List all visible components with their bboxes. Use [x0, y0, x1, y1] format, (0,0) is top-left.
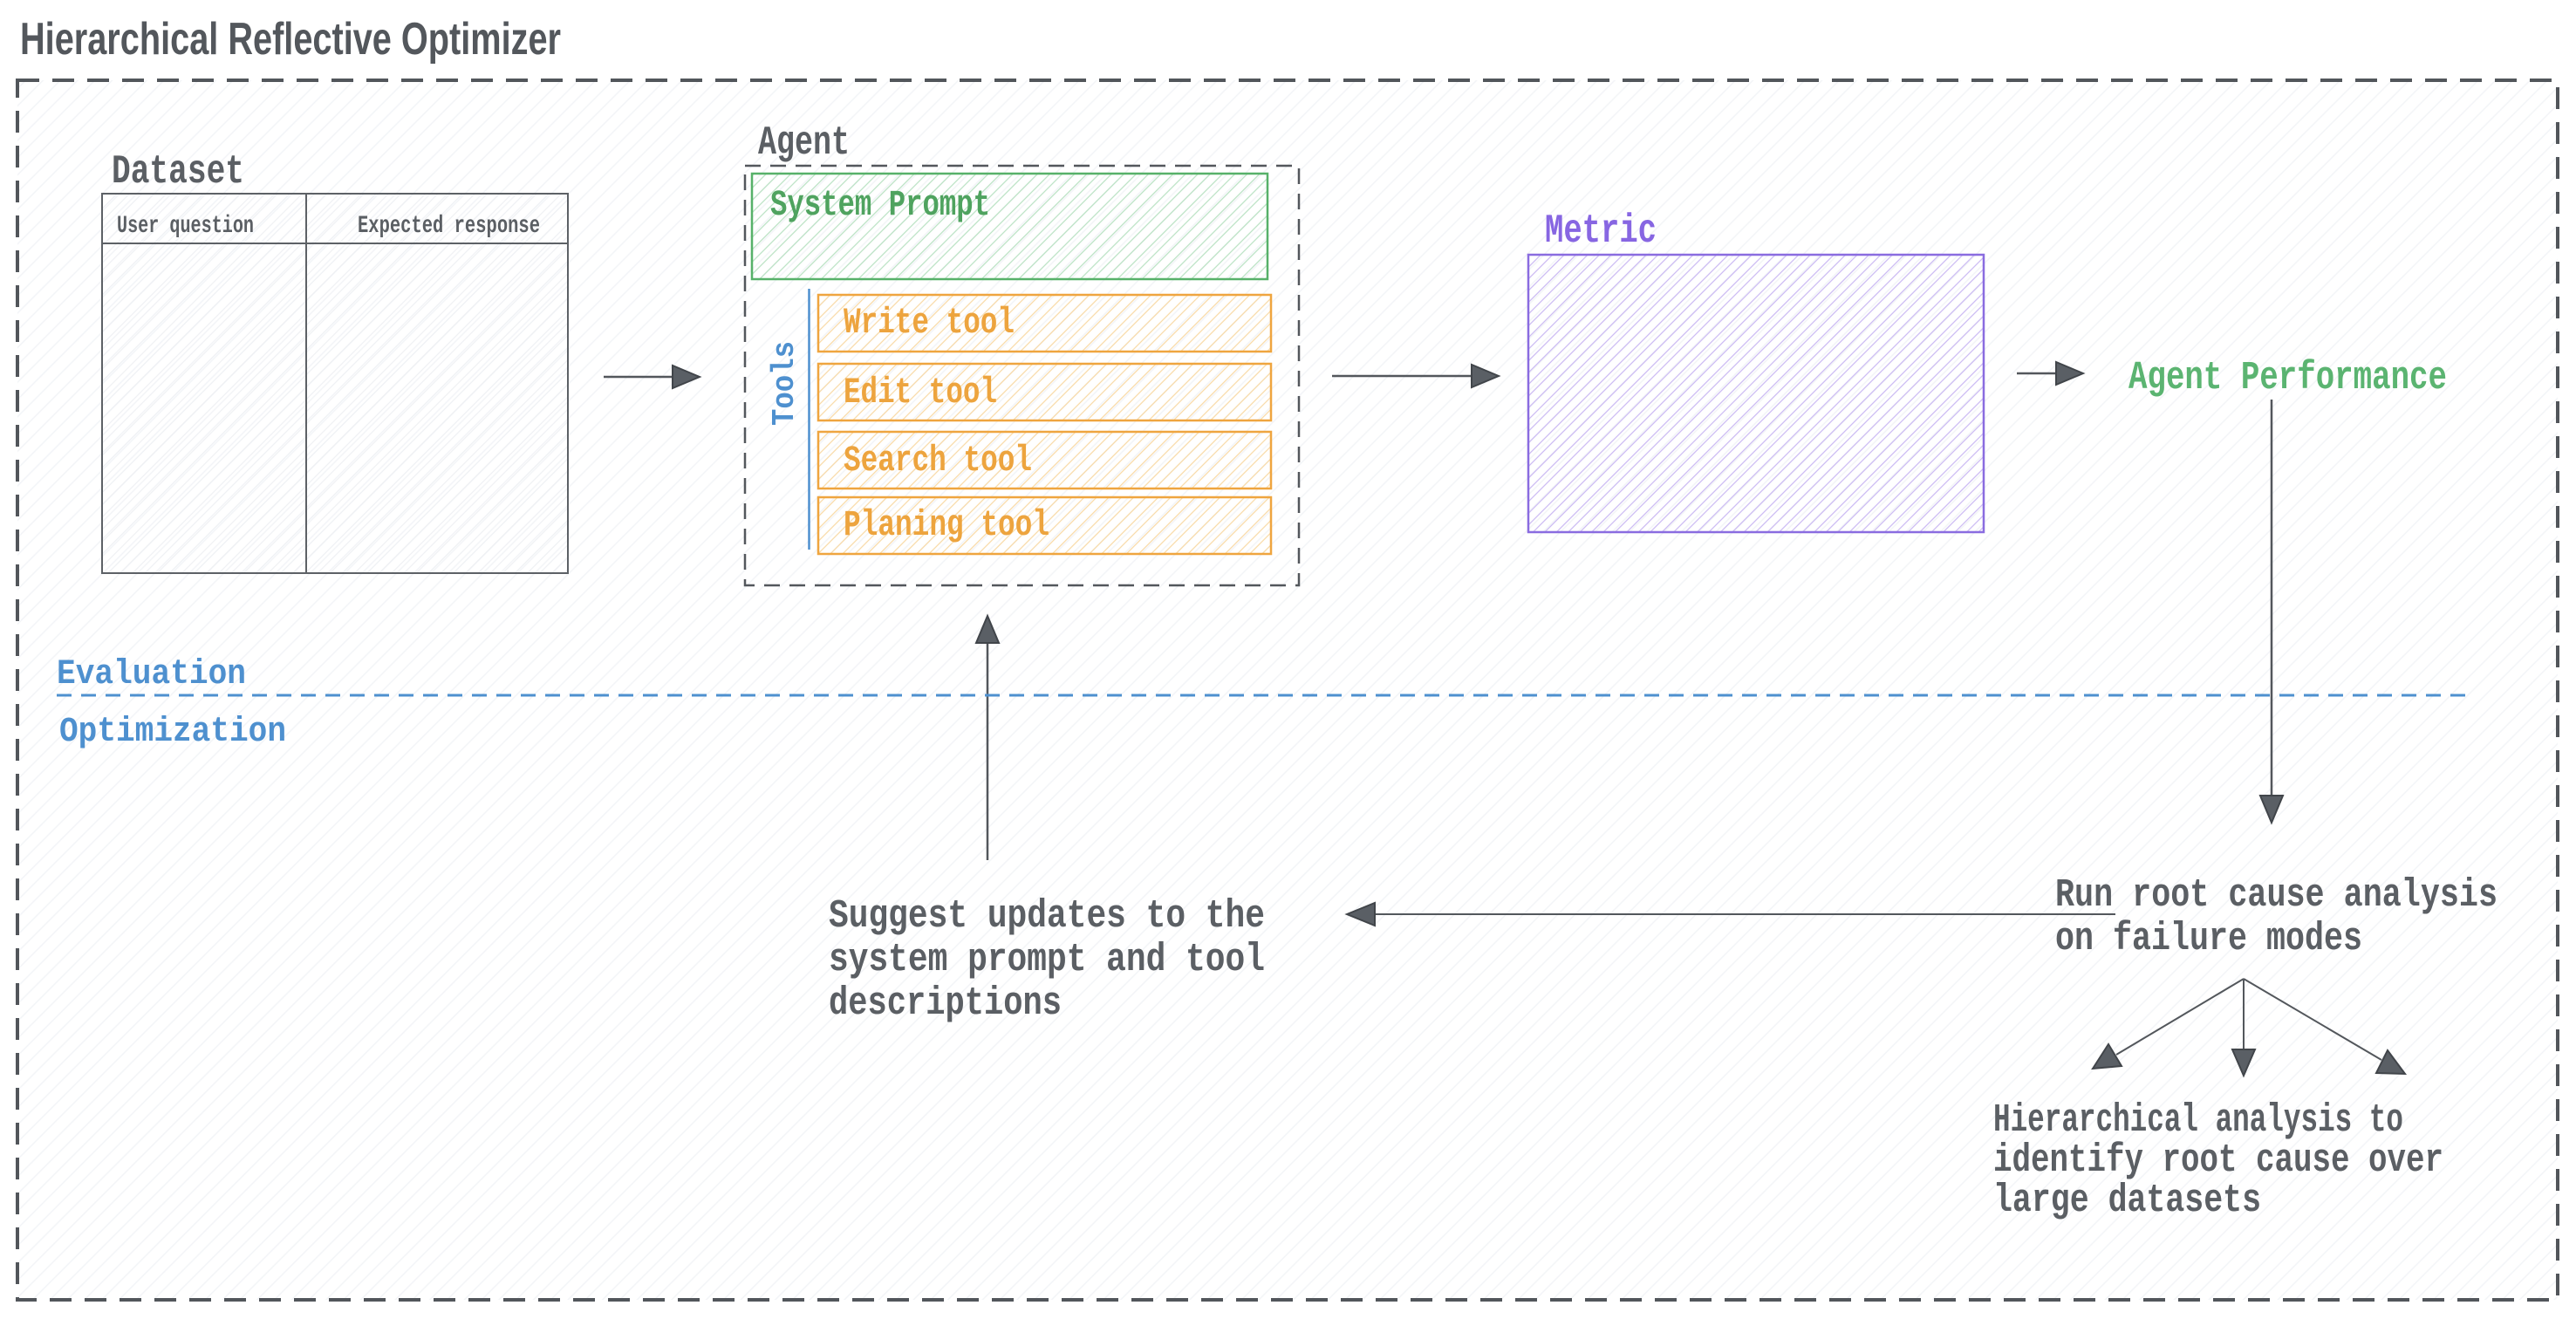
- svg-text:Agent: Agent: [758, 120, 850, 166]
- svg-text:Agent Performance: Agent Performance: [2128, 356, 2447, 400]
- svg-text:Suggest updates to the: Suggest updates to the: [829, 894, 1265, 939]
- svg-text:Expected response: Expected response: [358, 213, 540, 240]
- svg-text:System Prompt: System Prompt: [770, 184, 990, 226]
- svg-text:descriptions: descriptions: [829, 981, 1062, 1026]
- svg-text:Edit tool: Edit tool: [844, 372, 997, 413]
- svg-text:Optimization: Optimization: [59, 713, 286, 752]
- svg-text:Hierarchical Reflective Optimi: Hierarchical Reflective Optimizer: [20, 14, 561, 65]
- svg-text:Search tool: Search tool: [844, 440, 1032, 482]
- svg-text:large datasets: large datasets: [1993, 1179, 2261, 1223]
- svg-text:Run root cause analysis: Run root cause analysis: [2055, 873, 2497, 918]
- svg-text:Write tool: Write tool: [844, 302, 1015, 344]
- svg-text:on failure modes: on failure modes: [2055, 917, 2362, 961]
- svg-text:Planing tool: Planing tool: [844, 504, 1049, 546]
- svg-text:system prompt and tool: system prompt and tool: [829, 938, 1265, 982]
- svg-text:identify root cause over: identify root cause over: [1993, 1138, 2443, 1183]
- svg-text:Hierarchical analysis to: Hierarchical analysis to: [1993, 1098, 2403, 1143]
- svg-text:User question: User question: [117, 213, 254, 240]
- svg-text:Dataset: Dataset: [112, 149, 244, 195]
- svg-text:Tools: Tools: [767, 341, 803, 426]
- svg-text:Metric: Metric: [1545, 208, 1657, 254]
- svg-text:Evaluation: Evaluation: [57, 655, 246, 694]
